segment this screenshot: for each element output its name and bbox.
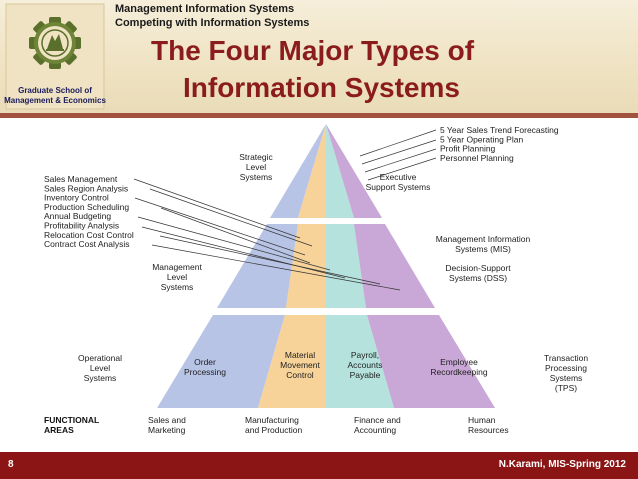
slide-header: Graduate School of Management & Economic… <box>0 0 638 118</box>
connector-lines <box>133 129 437 291</box>
operational-tier-hr-zone <box>367 315 495 408</box>
strategic-example-1: 5 Year Sales Trend Forecasting <box>440 125 559 135</box>
university-emblem-icon <box>5 3 105 110</box>
slide-title-line-1: The Four Major Types of <box>151 35 475 66</box>
course-subtitle: Competing with Information Systems <box>115 17 310 29</box>
management-example-1: Sales Management <box>44 174 118 184</box>
strategic-example-3: Profit Planning <box>440 144 496 154</box>
operational-tier-manufacturing-zone <box>258 315 326 408</box>
school-name-line-2: Management & Economics <box>4 96 106 105</box>
management-tier-sales-zone <box>217 224 298 308</box>
strategic-example-4: Personnel Planning <box>440 153 514 163</box>
management-example-6: Profitability Analysis <box>44 221 119 231</box>
management-example-7: Relocation Cost Control <box>44 230 134 240</box>
management-tier-hr-zone <box>354 224 435 308</box>
operational-tier-sales-zone <box>157 315 285 408</box>
management-example-3: Inventory Control <box>44 193 109 203</box>
strategic-tier-manufacturing-zone <box>298 124 326 218</box>
management-example-4: Production Scheduling <box>44 202 129 212</box>
school-name-line-1: Graduate School of <box>18 86 92 95</box>
header-divider <box>0 113 638 118</box>
management-example-2: Sales Region Analysis <box>44 183 128 193</box>
management-tier-manufacturing-zone <box>286 224 326 308</box>
strategic-tier-sales-zone <box>270 124 326 218</box>
management-example-8: Contract Cost Analysis <box>44 239 130 249</box>
pyramid-shape <box>157 124 495 408</box>
operational-tier-finance-zone <box>326 315 394 408</box>
strategic-example-2: 5 Year Operating Plan <box>440 134 523 144</box>
school-logo: Graduate School of Management & Economic… <box>0 0 110 113</box>
page-number: 8 <box>8 459 14 470</box>
course-title: Management Information Systems <box>115 3 295 15</box>
footer-author: N.Karami, MIS-Spring 2012 <box>498 459 626 470</box>
strategic-tier-hr-zone <box>326 124 382 218</box>
slide-title-line-2: Information Systems <box>183 72 460 103</box>
slide-footer: 8 N.Karami, MIS-Spring 2012 <box>0 452 638 479</box>
management-tier-finance-zone <box>326 224 366 308</box>
management-example-5: Annual Budgeting <box>44 211 111 221</box>
